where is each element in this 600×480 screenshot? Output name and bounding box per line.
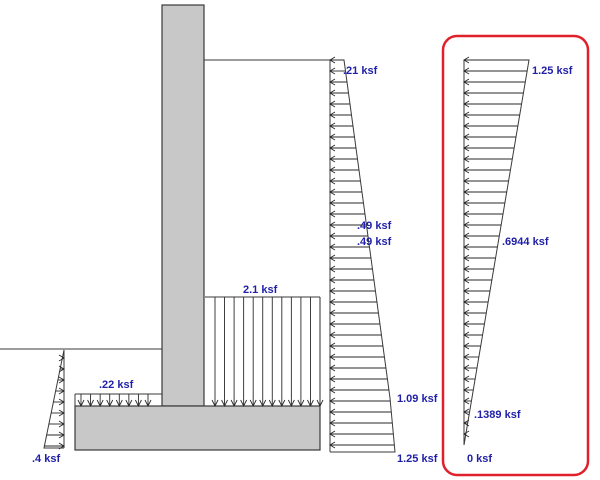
load-labels: .21 ksf .49 ksf .49 ksf 1.09 ksf 1.25 ksf 2.1… [32, 65, 573, 465]
active-pressure-label: .49 ksf [357, 236, 392, 248]
wall-stem [161, 4, 205, 407]
passive-pressure-diagram [43, 349, 65, 450]
highlighted-pressure-label: .6944 ksf [502, 236, 549, 248]
active-pressure-label: 1.09 ksf [397, 393, 438, 405]
active-pressure-label: .49 ksf [357, 220, 392, 232]
wall-structure [0, 4, 330, 451]
highlighted-pressure-label: .1389 ksf [474, 409, 521, 421]
active-pressure-label: .21 ksf [343, 65, 378, 77]
active-pressure-label: 1.25 ksf [397, 453, 438, 465]
wall-footing [74, 405, 321, 451]
highlighted-pressure-diagram [441, 34, 590, 477]
highlighted-pressure-label: 0 ksf [467, 453, 492, 465]
toe-surcharge-label: .22 ksf [99, 379, 134, 391]
passive-pressure-label: .4 ksf [32, 453, 60, 465]
soil-bearing-pressure-diagram [205, 296, 324, 408]
highlighted-pressure-label: 1.25 ksf [532, 65, 573, 77]
active-pressure-diagram [329, 56, 396, 453]
highlight-box [441, 34, 590, 477]
soil-bearing-label: 2.1 ksf [243, 284, 278, 296]
toe-surcharge-diagram [74, 393, 162, 408]
